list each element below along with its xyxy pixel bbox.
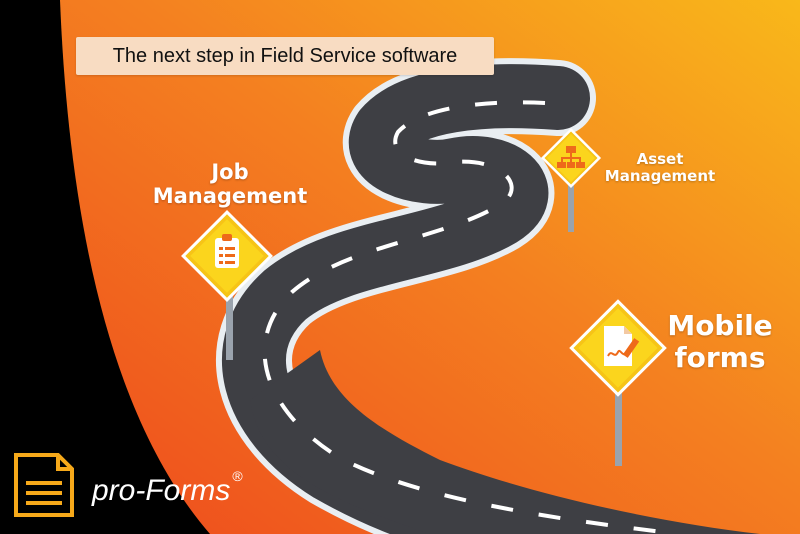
- asset-management-label: Asset Management: [590, 150, 730, 186]
- clipboard-icon: [215, 234, 239, 268]
- headline-banner: The next step in Field Service software: [76, 37, 494, 75]
- road-center-line: [262, 100, 681, 534]
- proforms-logo-icon: [14, 453, 74, 517]
- proforms-logo: pro-Forms®: [80, 468, 243, 507]
- mobile-label-line2: forms: [674, 341, 766, 375]
- job-label-line1: Job: [211, 160, 249, 184]
- logo-wordmark: pro-Forms®: [92, 468, 243, 508]
- registered-mark: ®: [232, 468, 243, 484]
- job-management-label: Job Management: [140, 160, 320, 208]
- logo-name: pro-Forms: [92, 474, 231, 507]
- job-management-sign: [181, 210, 273, 360]
- headline-text: The next step in Field Service software: [112, 44, 458, 67]
- mobile-forms-sign: [569, 299, 667, 466]
- asset-label-line2: Management: [604, 167, 716, 186]
- road-lower: [250, 350, 760, 534]
- mobile-forms-label: Mobile forms: [655, 309, 785, 375]
- job-label-line2: Management: [152, 184, 308, 209]
- asset-label-line1: Asset: [636, 150, 684, 168]
- hierarchy-icon: [557, 146, 585, 168]
- asset-management-sign: [540, 127, 602, 232]
- mobile-label-line1: Mobile: [667, 309, 773, 342]
- signed-document-icon: [604, 326, 640, 366]
